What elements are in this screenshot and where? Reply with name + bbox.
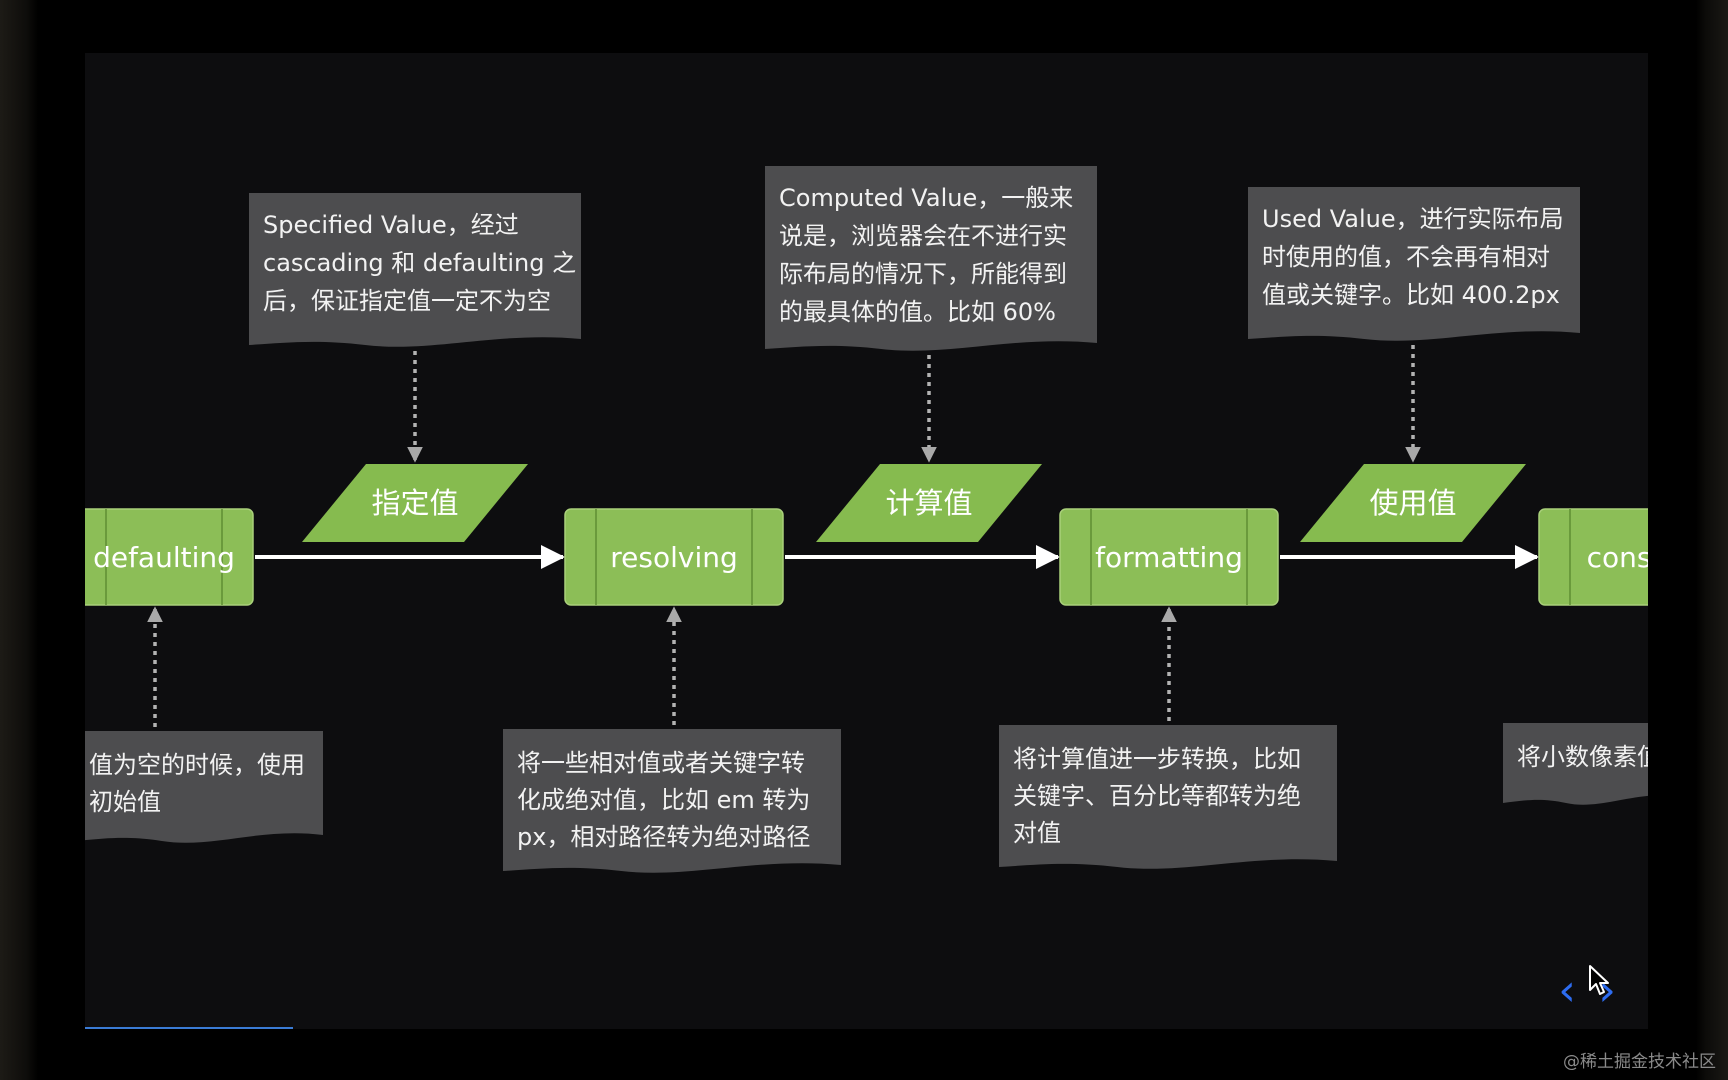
node-label: cons [1587,541,1648,574]
note-line: Specified Value，经过 [263,211,519,239]
value-label: 使用值 [1369,486,1456,520]
value-computed: 计算值 [816,464,1042,542]
note-line: 将计算值进一步转换，比如 [1013,745,1301,773]
watermark: @稀土掘金技术社区 [1563,1052,1716,1072]
note-line: Computed Value，一般来 [779,184,1073,212]
note-line: 化成绝对值，比如 em 转为 [517,786,810,814]
value-label: 计算值 [885,486,972,520]
node-formatting: formatting [1059,508,1279,606]
note-line: 关键字、百分比等都转为绝 [1013,782,1301,810]
slide-progress-bar [85,1027,293,1029]
node-resolving: resolving [564,508,784,606]
prev-slide-button[interactable]: ‹ [1547,963,1587,1019]
note-line: 时使用的值，不会再有相对 [1262,243,1550,271]
mouse-cursor-icon [1589,965,1609,995]
value-label: 指定值 [371,486,458,520]
note-line: 值或关键字。比如 400.2px [1262,281,1560,309]
value-used: 使用值 [1300,464,1526,542]
note-computed: Computed Value，一般来说是，浏览器会在不进行实际布局的情况下，所能… [765,166,1097,351]
chevron-left-icon: ‹ [1558,965,1576,1016]
note-line: px，相对路径转为绝对路径 [517,823,810,851]
node-label: formatting [1095,541,1243,574]
note-line: Used Value，进行实际布局 [1262,205,1564,233]
outer-frame-right [1696,0,1728,1080]
note-specified: Specified Value，经过 cascading 和 defaulting… [249,193,581,347]
node-defaulting: defaulting [85,508,254,606]
outer-frame-left [0,0,38,1080]
note-line: 际布局的情况下，所能得到 [779,260,1067,288]
note-line: 后，保证指定值一定不为空 [263,287,551,315]
note-line: cascading 和 defaulting 之 [263,249,576,277]
note-line: 初始值 [89,788,161,816]
note-line: 对值 [1013,819,1061,847]
node-label: defaulting [93,541,235,574]
note-line: 的最具体的值。比如 60% [779,298,1056,326]
note-line: 值为空的时候，使用 [89,751,305,779]
value-specified: 指定值 [302,464,528,542]
note-line: 将小数像素值 [1517,743,1648,771]
note-line: 将一些相对值或者关键字转 [517,749,805,777]
note-line: 说是，浏览器会在不进行实 [779,222,1067,250]
node-constraining: cons [1538,508,1648,606]
node-label: resolving [610,541,738,574]
flow-diagram: Specified Value，经过 cascading 和 defaulting… [85,166,1648,873]
slide: Specified Value，经过 cascading 和 defaulting… [85,53,1648,1029]
note-constraining: 将小数像素值 [1503,723,1648,805]
